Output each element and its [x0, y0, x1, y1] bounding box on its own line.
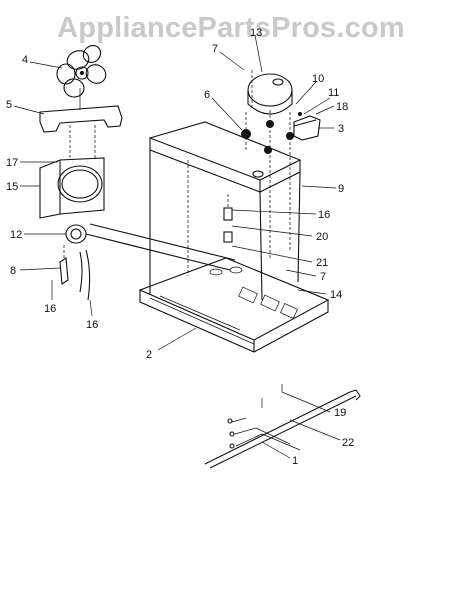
- callout-1: 1: [292, 455, 298, 467]
- callout-6: 6: [204, 89, 210, 101]
- callout-7b: 7: [320, 271, 326, 283]
- callout-labels: 4 5 13 7 6 10 11 18 3 17 15 9 16 12 20 2…: [6, 27, 354, 467]
- callout-12: 12: [10, 229, 22, 241]
- fan-shroud: [39, 125, 105, 219]
- fan-bracket: [39, 88, 123, 133]
- callout-16c: 16: [86, 319, 98, 331]
- callout-18: 18: [336, 101, 348, 113]
- callout-13: 13: [250, 27, 262, 39]
- relay: [293, 112, 321, 141]
- leader-lines: [13, 34, 341, 459]
- callout-4: 4: [22, 54, 28, 66]
- watermark: AppliancePartsPros.com: [57, 12, 405, 44]
- callout-22: 22: [342, 437, 354, 449]
- callout-14: 14: [330, 289, 342, 301]
- start-capacitor: [223, 194, 233, 243]
- grommets: [241, 110, 294, 260]
- callout-15: 15: [6, 181, 18, 193]
- callout-21: 21: [316, 257, 328, 269]
- callout-9: 9: [338, 183, 344, 195]
- callout-5: 5: [6, 99, 12, 111]
- compressor: [247, 70, 293, 115]
- callout-20: 20: [316, 231, 328, 243]
- callout-16: 16: [318, 209, 330, 221]
- callout-2: 2: [146, 349, 152, 361]
- callout-16b: 16: [44, 303, 56, 315]
- callout-7: 7: [212, 43, 218, 55]
- base-housing: [148, 121, 302, 301]
- callout-8: 8: [10, 265, 16, 277]
- motor-bracket: [59, 245, 91, 301]
- callout-3: 3: [338, 123, 344, 135]
- callout-10: 10: [312, 73, 324, 85]
- wiring-harness: [204, 384, 361, 469]
- base-pan: [138, 257, 330, 353]
- fan-blade: [56, 45, 107, 98]
- callout-19: 19: [334, 407, 346, 419]
- callout-11: 11: [328, 87, 339, 99]
- fan-motor: [65, 223, 236, 271]
- callout-17: 17: [6, 157, 18, 169]
